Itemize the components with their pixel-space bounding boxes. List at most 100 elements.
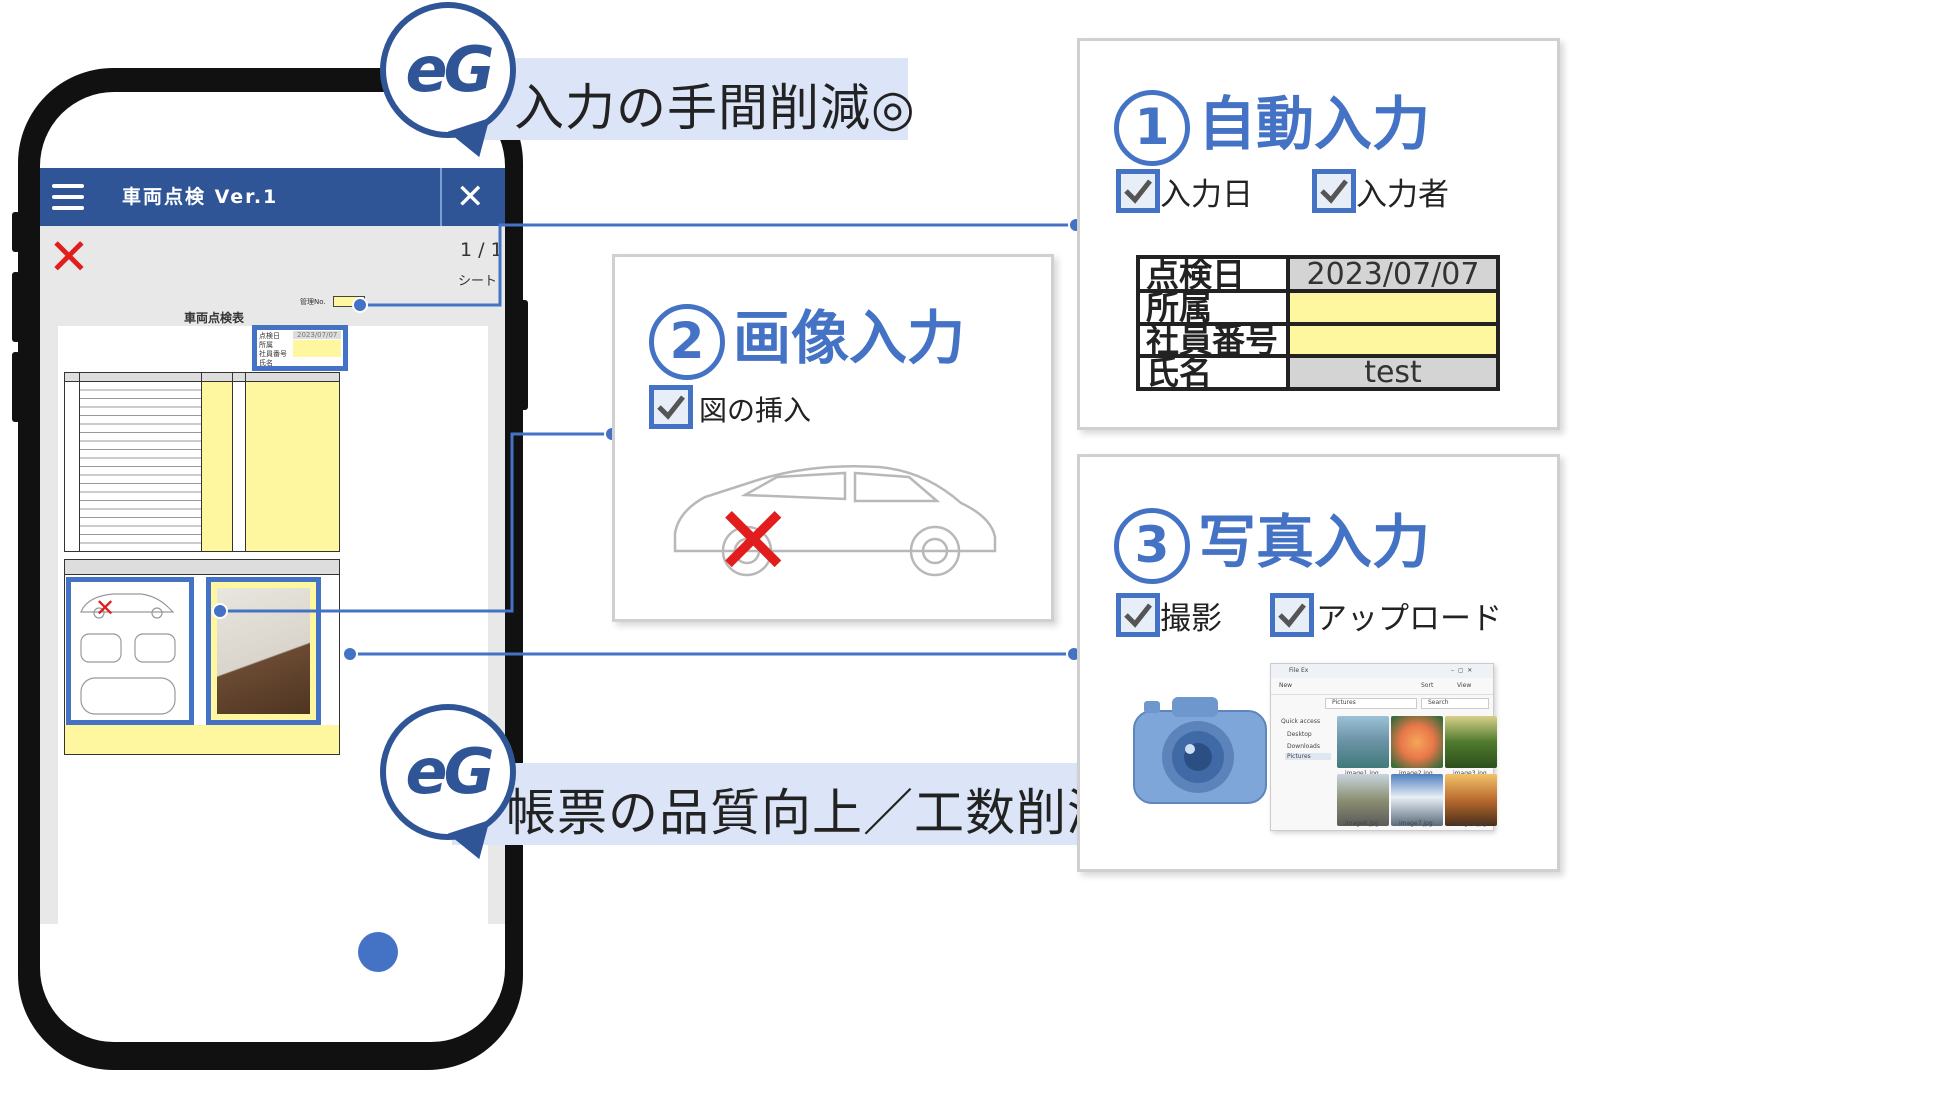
eg-logo-top: eG bbox=[380, 2, 516, 138]
step-number-1: 1 bbox=[1114, 89, 1190, 166]
col-line bbox=[245, 373, 246, 551]
address-path: Pictures bbox=[1332, 699, 1356, 706]
form-row-employee-no: 社員番号 bbox=[1140, 324, 1496, 357]
form-row-department: 所属 bbox=[1140, 291, 1496, 324]
car-illustration-icon bbox=[673, 464, 997, 577]
explorer-title: File Ex bbox=[1289, 667, 1309, 674]
form-sheet: 車両点検表 管理No. 点検日 所属 社員番号 氏名 2023/07/07 bbox=[58, 296, 488, 924]
col-line bbox=[201, 373, 202, 551]
form-value[interactable]: test bbox=[1290, 355, 1496, 390]
phone-volume-up bbox=[12, 272, 20, 342]
mini-field-name: 氏名 bbox=[259, 359, 273, 367]
step-number-3: 3 bbox=[1114, 507, 1190, 584]
form-key: 社員番号 bbox=[1140, 324, 1286, 357]
form-title: 車両点検表 bbox=[184, 311, 245, 325]
camera-icon bbox=[1133, 697, 1267, 804]
check-icon bbox=[1124, 603, 1152, 628]
photo-thumbnail bbox=[217, 588, 310, 714]
bottom-banner-text: 帳票の品質向上／工数削減◎ bbox=[506, 784, 1163, 842]
sidebar-item-desktop[interactable]: Desktop bbox=[1287, 731, 1312, 738]
notes-column bbox=[246, 382, 339, 551]
auto-input-form-table: 点検日 2023/07/07 所属 社員番号 氏名 test bbox=[1136, 255, 1500, 391]
close-icon[interactable]: ✕ bbox=[456, 177, 485, 217]
form-key: 点検日 bbox=[1140, 258, 1286, 291]
image-thumbnail[interactable] bbox=[1391, 774, 1443, 826]
checkbox-shoot[interactable] bbox=[1116, 593, 1160, 637]
image-filename: image7.jpg bbox=[1399, 820, 1433, 827]
image-filename: image2.jpg bbox=[1399, 770, 1433, 777]
form-row-inspection-date: 点検日 2023/07/07 bbox=[1140, 257, 1496, 292]
sidebar-item-quick-access[interactable]: Quick access bbox=[1281, 718, 1321, 725]
form-key: 氏名 bbox=[1140, 356, 1286, 389]
toolbar-sort[interactable]: Sort bbox=[1421, 682, 1434, 689]
check-icon bbox=[1278, 603, 1306, 628]
fab-button[interactable] bbox=[358, 932, 398, 972]
checkbox-upload[interactable] bbox=[1270, 593, 1314, 637]
section-header bbox=[65, 560, 339, 575]
image-thumbnail[interactable] bbox=[1445, 716, 1497, 768]
checklist-header bbox=[65, 373, 339, 382]
page-indicator: 1 / 1 bbox=[460, 239, 503, 261]
toolbar-new[interactable]: New bbox=[1279, 682, 1293, 689]
photo-box[interactable] bbox=[206, 577, 321, 725]
eg-logo-text: eG bbox=[405, 33, 495, 106]
app-header: 車両点検 Ver.1 ✕ bbox=[40, 168, 505, 226]
image-filename: image3.jpg bbox=[1453, 770, 1487, 777]
app-title: 車両点検 Ver.1 bbox=[122, 186, 279, 208]
image-thumbnail[interactable] bbox=[1445, 774, 1497, 826]
explorer-titlebar: File Ex – ▢ ✕ bbox=[1271, 664, 1493, 678]
mini-field-empno: 社員番号 bbox=[259, 350, 287, 358]
header-divider bbox=[440, 168, 442, 226]
mini-info-block[interactable]: 点検日 所属 社員番号 氏名 2023/07/07 bbox=[252, 325, 348, 371]
car-diagram-box[interactable]: ✕ bbox=[66, 577, 194, 725]
phone-screen: 車両点検 Ver.1 ✕ ✕ 1 / 1 シート 車両点検表 管理No. 点検日… bbox=[40, 92, 505, 1042]
sidebar-item-downloads[interactable]: Downloads bbox=[1287, 743, 1320, 750]
checklist-table[interactable] bbox=[64, 372, 340, 552]
check-label-insert-figure: 図の挿入 bbox=[699, 394, 812, 427]
management-no-label: 管理No. bbox=[300, 298, 326, 306]
mini-date-value: 2023/07/07 bbox=[297, 331, 338, 339]
form-value[interactable] bbox=[1290, 293, 1496, 322]
form-value[interactable] bbox=[1290, 326, 1496, 354]
top-banner-text: 入力の手間削減◎ bbox=[514, 79, 916, 137]
panel2-title: 画像入力 bbox=[733, 304, 966, 372]
toolbar-view[interactable]: View bbox=[1457, 682, 1472, 689]
address-bar[interactable]: Pictures bbox=[1325, 698, 1417, 709]
phone-volume-down bbox=[12, 352, 20, 422]
image-thumbnail[interactable] bbox=[1337, 774, 1389, 826]
search-box[interactable]: Search bbox=[1421, 698, 1489, 709]
sidebar-item-pictures[interactable]: Pictures bbox=[1285, 753, 1331, 760]
panel3-title: 写真入力 bbox=[1198, 508, 1431, 576]
check-label-shoot: 撮影 bbox=[1160, 601, 1222, 637]
check-label-upload: アップロード bbox=[1316, 601, 1502, 637]
explorer-sidebar: Quick access Desktop Downloads Pictures bbox=[1275, 716, 1331, 776]
image-thumbnail[interactable] bbox=[1391, 716, 1443, 768]
checkbox-inputter[interactable] bbox=[1312, 169, 1356, 213]
top-banner: 入力の手間削減◎ bbox=[460, 58, 915, 140]
damage-mark-icon: ✕ bbox=[713, 485, 794, 597]
mini-date-field: 2023/07/07 bbox=[293, 331, 341, 339]
image-thumbnail[interactable] bbox=[1337, 716, 1389, 768]
checkbox-insert-figure[interactable] bbox=[649, 385, 693, 429]
panel1-title: 自動入力 bbox=[1198, 90, 1431, 158]
check-icon bbox=[657, 395, 685, 420]
window-controls-icon[interactable]: – ▢ ✕ bbox=[1451, 667, 1473, 674]
form-key: 所属 bbox=[1140, 291, 1286, 324]
bottom-banner: 帳票の品質向上／工数削減◎ bbox=[452, 763, 1162, 845]
eg-logo-bottom: eG bbox=[380, 704, 516, 840]
remarks-field[interactable] bbox=[65, 725, 339, 754]
sheet-label[interactable]: シート bbox=[458, 274, 498, 289]
damage-mark-icon: ✕ bbox=[95, 594, 116, 622]
app-body: ✕ 1 / 1 シート 車両点検表 管理No. 点検日 所属 社員番号 氏名 2… bbox=[40, 226, 505, 924]
search-placeholder: Search bbox=[1428, 699, 1449, 706]
image-filename: image1.jpg bbox=[1345, 770, 1379, 777]
checkbox-input-date[interactable] bbox=[1116, 169, 1160, 213]
result-column bbox=[202, 382, 232, 551]
form-value[interactable]: 2023/07/07 bbox=[1290, 257, 1496, 292]
cancel-x-icon[interactable]: ✕ bbox=[48, 228, 90, 286]
hamburger-menu-icon[interactable] bbox=[52, 182, 86, 212]
